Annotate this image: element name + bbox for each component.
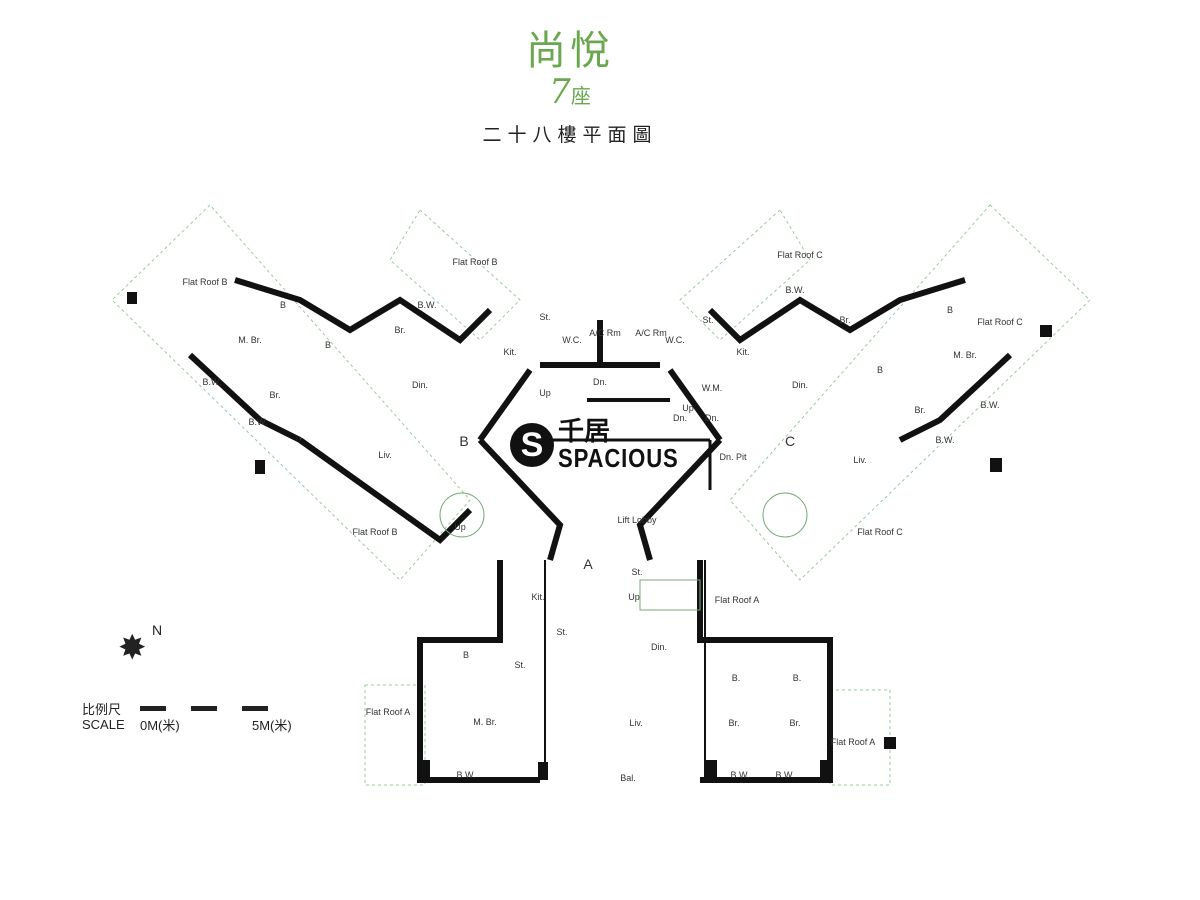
ac-room-label: A/C Rm xyxy=(635,328,667,338)
bathroom-label: B xyxy=(324,340,332,350)
bathroom-label: B xyxy=(462,650,470,660)
bedroom-label: Br. xyxy=(394,325,406,335)
down-label: Dn. xyxy=(704,413,720,423)
store-label: St. xyxy=(556,627,568,637)
down-label: Dn. xyxy=(592,377,608,387)
store-label: St. xyxy=(702,315,714,325)
bay-window-label: B.W. xyxy=(730,770,750,780)
bay-window-label: B.W. xyxy=(417,300,437,310)
store-label: St. xyxy=(514,660,526,670)
bedroom-label: Br. xyxy=(914,405,926,415)
compass-icon: ✸ xyxy=(118,629,147,667)
logo-chinese: 千居 xyxy=(558,416,611,446)
down-pipe-label: Dn. Pit xyxy=(719,452,747,462)
block-suffix: 座 xyxy=(570,84,591,108)
bay-window-label: B.W. xyxy=(775,770,795,780)
up-label: Up xyxy=(682,403,694,413)
flat-a-marker: A xyxy=(583,556,593,572)
dining-label: Din. xyxy=(411,380,429,390)
bay-window-label: B.W. xyxy=(935,435,955,445)
bathroom-label: B. xyxy=(792,673,802,683)
flat-roof-b-label: Flat Roof B xyxy=(452,257,498,267)
up-label: Up xyxy=(628,592,640,602)
scale-bar: 比例尺 SCALE 0M(米) 5M(米) xyxy=(82,700,293,733)
bay-window-label: B.W. xyxy=(248,417,268,427)
up-label: Up xyxy=(454,522,466,532)
down-label: Dn. xyxy=(672,413,688,423)
flat-roof-c-label: Flat Roof C xyxy=(777,250,823,260)
walls xyxy=(187,277,1013,783)
scale-end: 5M(米) xyxy=(252,717,292,733)
wc-label: W.C. xyxy=(665,335,685,345)
scale-label-cn: 比例尺 xyxy=(82,701,122,717)
master-bedroom-label: M. Br. xyxy=(953,350,977,360)
spacious-logo: S 千居 SPACIOUS xyxy=(510,418,700,472)
wc-label: W.C. xyxy=(562,335,582,345)
block-number: 7座 xyxy=(520,72,620,112)
ac-room-label: A/C Rm xyxy=(589,328,621,338)
flat-roof-a-label: Flat Roof A xyxy=(714,595,760,605)
living-label: Liv. xyxy=(853,455,867,465)
logo-mark: S xyxy=(510,423,554,467)
logo-english: SPACIOUS xyxy=(558,443,679,473)
scale-label-en: SCALE xyxy=(82,716,125,732)
bathroom-label: B xyxy=(279,300,287,310)
bedroom-label: Br. xyxy=(789,718,801,728)
bathroom-label: B xyxy=(946,305,954,315)
dining-label: Din. xyxy=(791,380,809,390)
compass-north-label: N xyxy=(152,622,163,638)
block-number-value: 7 xyxy=(549,72,571,112)
kitchen-label: Kit. xyxy=(736,347,750,357)
columns xyxy=(127,292,1052,780)
master-bedroom-label: M. Br. xyxy=(238,335,262,345)
flat-b-marker: B xyxy=(459,433,469,449)
balcony-label: Bal. xyxy=(620,773,636,783)
bathroom-label: B. xyxy=(731,673,741,683)
flat-roof-a-label: Flat Roof A xyxy=(830,737,876,747)
dining-label: Din. xyxy=(650,642,668,652)
store-label: St. xyxy=(631,567,643,577)
bedroom-label: Br. xyxy=(269,390,281,400)
kitchen-label: Kit. xyxy=(531,592,545,602)
washing-machine-label: W.M. xyxy=(701,383,723,393)
stair-details xyxy=(439,492,808,611)
flat-c-marker: C xyxy=(784,433,796,449)
flat-roof-b-label: Flat Roof B xyxy=(352,527,398,537)
flat-roof-c-label: Flat Roof C xyxy=(977,317,1023,327)
flat-roof-a-label: Flat Roof A xyxy=(365,707,411,717)
flat-roof-c-label: Flat Roof C xyxy=(857,527,903,537)
up-label: Up xyxy=(539,388,551,398)
kitchen-label: Kit. xyxy=(503,347,517,357)
estate-name: 尚悅 xyxy=(526,28,614,74)
living-label: Liv. xyxy=(378,450,392,460)
flat-roof-b-label: Flat Roof B xyxy=(182,277,228,287)
bay-window-label: B.W. xyxy=(456,770,476,780)
scale-start: 0M(米) xyxy=(140,717,180,733)
lift-lobby-label: Lift Lobby xyxy=(617,515,657,525)
bathroom-label: B xyxy=(876,365,884,375)
store-label: St. xyxy=(539,312,551,322)
flat-roof-outlines xyxy=(111,204,1091,786)
master-bedroom-label: M. Br. xyxy=(473,717,497,727)
bedroom-label: Br. xyxy=(728,718,740,728)
floor-plan-title: 二十八樓平面圖 xyxy=(482,124,658,146)
bay-window-label: B.W. xyxy=(202,377,222,387)
bedroom-label: Br. xyxy=(839,315,851,325)
living-label: Liv. xyxy=(629,718,643,728)
bay-window-label: B.W. xyxy=(785,285,805,295)
bay-window-label: B.W. xyxy=(980,400,1000,410)
